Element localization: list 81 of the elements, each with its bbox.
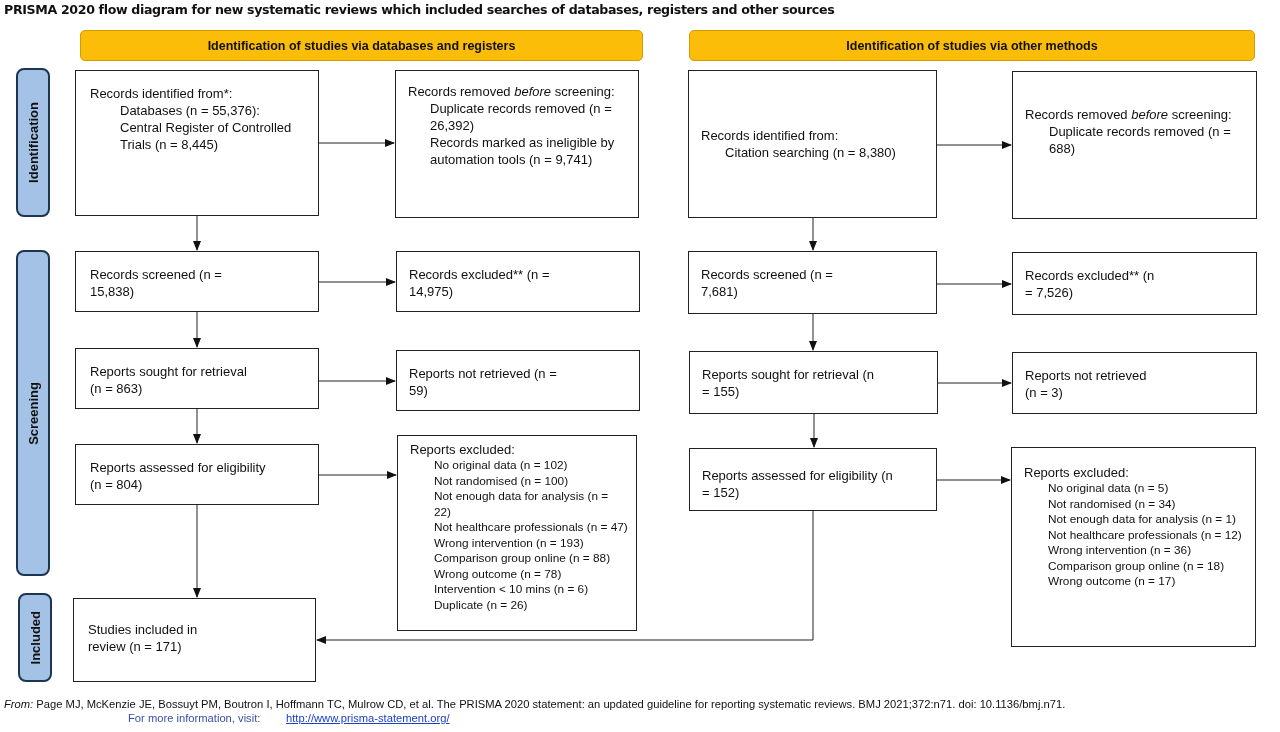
process-box bbox=[75, 251, 319, 312]
process-box bbox=[75, 444, 319, 505]
arrow bbox=[810, 413, 818, 448]
process-box bbox=[689, 448, 937, 511]
box-text: Records identified from*: bbox=[90, 85, 234, 102]
box-text: Not healthcare professionals (n = 47) bbox=[433, 520, 628, 536]
box-text: Records removed before screening: bbox=[408, 83, 616, 100]
process-box bbox=[395, 70, 639, 218]
arrow bbox=[193, 311, 201, 348]
process-box bbox=[75, 348, 319, 409]
box-text: Reports not retrieved (n = 3) bbox=[1025, 367, 1148, 401]
arrow bbox=[809, 313, 817, 351]
box-text: Wrong outcome (n = 17) bbox=[1047, 574, 1177, 590]
box-text: Comparison group online (n = 18) bbox=[1047, 558, 1226, 574]
box-text: Reports assessed for eligibility (n = 804) bbox=[90, 459, 267, 493]
arrow bbox=[936, 280, 1012, 288]
arrow bbox=[809, 217, 817, 251]
box-text: Wrong intervention (n = 36) bbox=[1047, 543, 1193, 559]
box-text: Reports sought for retrieval (n = 155) bbox=[702, 366, 875, 400]
arrow bbox=[936, 141, 1012, 149]
arrow bbox=[193, 215, 201, 251]
box-text: Records screened (n = 7,681) bbox=[701, 266, 834, 300]
box-text: Intervention < 10 mins (n = 6) bbox=[433, 582, 590, 598]
box-text: Not healthcare professionals (n = 12) bbox=[1047, 527, 1243, 543]
box-text: Reports sought for retrieval (n = 863) bbox=[90, 363, 248, 397]
process-box bbox=[1011, 447, 1256, 647]
arrow bbox=[318, 278, 396, 286]
arrow bbox=[193, 504, 201, 598]
box-text: Reports assessed for eligibility (n = 152) bbox=[702, 467, 894, 501]
process-box bbox=[396, 350, 640, 411]
box-text: Records screened (n = 15,838) bbox=[90, 266, 223, 300]
box-text: Duplicate records removed (n = 688) bbox=[1048, 123, 1232, 157]
arrow bbox=[318, 139, 395, 147]
box-text: Reports excluded: bbox=[1024, 464, 1130, 481]
box-text: Records excluded** (n = 14,975) bbox=[409, 266, 551, 300]
box-text: Not enough data for analysis (n = 1) bbox=[1047, 512, 1237, 528]
process-box bbox=[688, 251, 937, 314]
title: PRISMA 2020 flow diagram for new systematic reviews which included searches of databases, registers and other sources bbox=[4, 2, 835, 17]
box-text: Comparison group online (n = 88) bbox=[433, 551, 612, 567]
box-text: Not randomised (n = 34) bbox=[1047, 496, 1177, 512]
box-text: Reports not retrieved (n = 59) bbox=[409, 365, 558, 399]
arrow bbox=[193, 408, 201, 444]
web-link: http://www.prisma-statement.org/ bbox=[286, 712, 450, 724]
arrow bbox=[318, 377, 396, 385]
box-text: Reports excluded: bbox=[410, 441, 516, 458]
box-text: Records identified from: bbox=[701, 127, 840, 144]
section-header: Identification of studies via databases and registers bbox=[80, 30, 643, 61]
box-text: Duplicate (n = 26) bbox=[433, 597, 529, 613]
box-text: No original data (n = 5) bbox=[1047, 481, 1170, 497]
caption: From: Page MJ, McKenzie JE, Bossuyt PM, Boutron I, Hoffmann TC, Mulrow CD, et al. The PRISMA 2020 statement: an updated guideline for reporting systematic reviews. BMJ 2021;372:n71. doi: 10.1136/bmj.n71. bbox=[4, 697, 1067, 712]
process-box bbox=[1012, 352, 1257, 414]
arrow bbox=[937, 379, 1012, 387]
phase-label: Identification bbox=[16, 68, 50, 217]
box-text: Duplicate records removed (n = 26,392) bbox=[429, 100, 613, 134]
box-text: Studies included in review (n = 171) bbox=[88, 621, 199, 655]
box-text: Records marked as ineligible by automation tools (n = 9,741) bbox=[429, 134, 616, 168]
box-text: Records excluded** (n = 7,526) bbox=[1025, 267, 1156, 301]
box-text: Not enough data for analysis (n = 22) bbox=[433, 489, 610, 520]
phase-label: Included bbox=[18, 593, 52, 682]
process-box bbox=[1012, 252, 1257, 315]
process-box bbox=[1012, 71, 1257, 219]
arrow bbox=[316, 510, 814, 644]
box-text: Databases (n = 55,376): bbox=[119, 102, 261, 119]
process-box bbox=[73, 598, 316, 682]
phase-label: Screening bbox=[16, 250, 50, 576]
box-text: Central Register of Controlled Trials (n = 8,445) bbox=[119, 119, 293, 153]
box-text: No original data (n = 102) bbox=[433, 458, 569, 474]
process-box bbox=[396, 251, 640, 312]
section-header: Identification of studies via other methods bbox=[689, 30, 1255, 61]
note-text: For more information, visit: bbox=[128, 712, 261, 724]
process-box bbox=[397, 435, 637, 631]
box-text: Not randomised (n = 100) bbox=[433, 473, 570, 489]
box-text: Records removed before screening: bbox=[1025, 106, 1233, 123]
box-text: Wrong outcome (n = 78) bbox=[433, 566, 563, 582]
arrow bbox=[318, 471, 397, 479]
process-box bbox=[75, 70, 319, 216]
box-text: Citation searching (n = 8,380) bbox=[724, 144, 897, 161]
process-box bbox=[688, 70, 937, 218]
box-text: Wrong intervention (n = 193) bbox=[433, 535, 585, 551]
arrow bbox=[936, 476, 1011, 484]
process-box bbox=[689, 351, 938, 414]
